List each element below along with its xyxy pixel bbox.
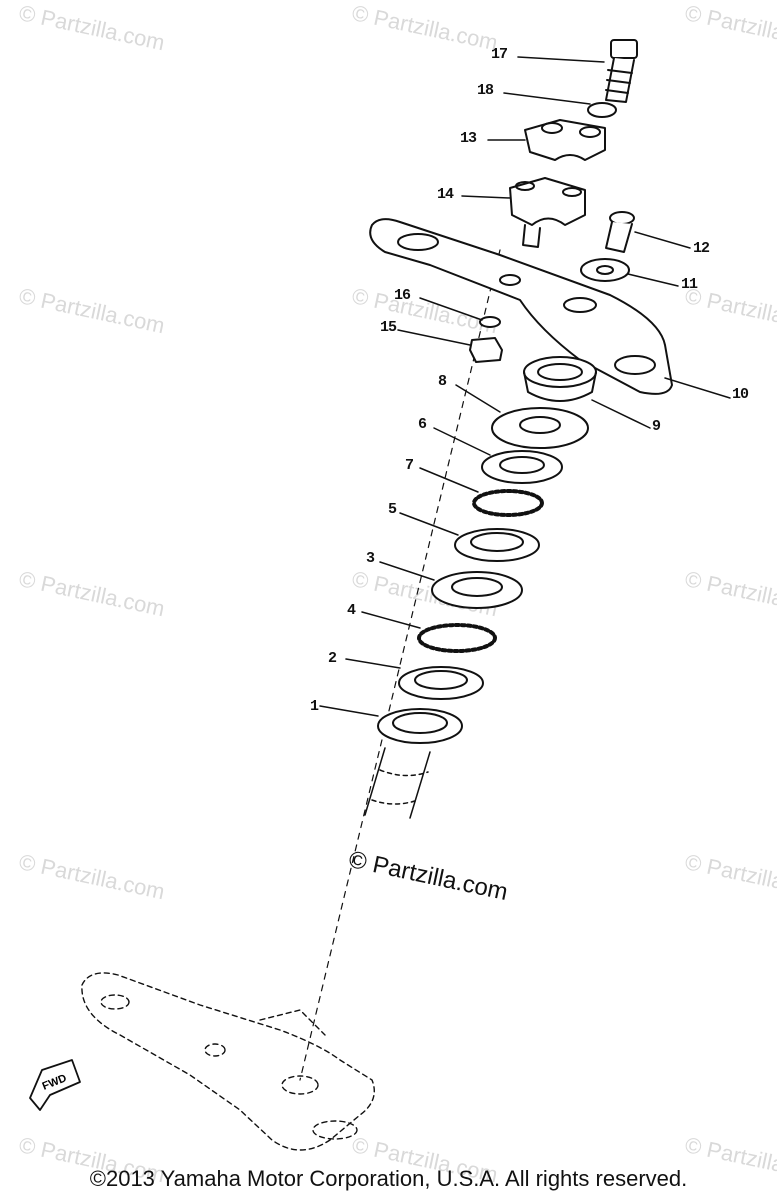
fwd-arrow-icon <box>29 1059 81 1111</box>
part-washer-18 <box>587 102 617 118</box>
copyright-notice: ©2013 Yamaha Motor Corporation, U.S.A. A… <box>89 1166 688 1191</box>
part-race-6 <box>481 450 563 484</box>
part-ball-set-7 <box>472 489 544 517</box>
part-seal-1 <box>377 708 463 744</box>
callout-9: 9 <box>652 418 661 435</box>
callout-5: 5 <box>388 501 397 518</box>
part-race-5 <box>454 528 540 562</box>
part-upper-bracket-10 <box>369 218 673 395</box>
callout-17: 17 <box>491 46 508 63</box>
leader-lines <box>319 56 731 717</box>
callout-14: 14 <box>437 186 454 203</box>
part-cover-8 <box>491 407 589 449</box>
part-bolt-12 <box>605 211 635 253</box>
part-ring-nut-9 <box>523 356 597 402</box>
part-race-3 <box>431 571 523 609</box>
part-race-2 <box>398 666 484 700</box>
steering-stem-shaft <box>364 747 431 819</box>
part-nut-15 <box>469 337 503 363</box>
part-washer-11 <box>580 258 630 282</box>
callout-2: 2 <box>328 650 337 667</box>
callout-10: 10 <box>732 386 749 403</box>
callout-18: 18 <box>477 82 494 99</box>
callout-8: 8 <box>438 373 447 390</box>
callout-13: 13 <box>460 130 477 147</box>
callout-3: 3 <box>366 550 375 567</box>
callout-11: 11 <box>681 276 698 293</box>
part-washer-16 <box>479 316 501 328</box>
lower-bracket <box>81 972 375 1151</box>
callout-1: 1 <box>310 698 319 715</box>
assembly-axis-line <box>299 249 501 1081</box>
part-ball-set-4 <box>417 623 497 653</box>
part-upper-holder-13 <box>524 119 606 161</box>
part-bolt-17 <box>605 39 638 103</box>
callout-7: 7 <box>405 457 414 474</box>
part-lower-holder-14 <box>509 177 586 248</box>
callout-16: 16 <box>394 287 411 304</box>
callout-4: 4 <box>347 602 356 619</box>
callout-6: 6 <box>418 416 427 433</box>
callout-15: 15 <box>380 319 397 336</box>
callout-12: 12 <box>693 240 710 257</box>
